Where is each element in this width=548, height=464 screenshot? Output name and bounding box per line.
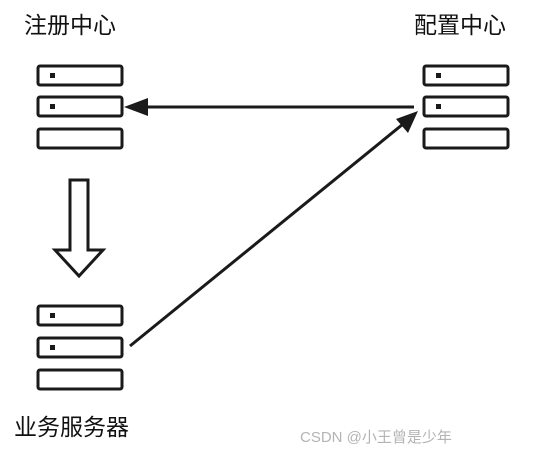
down-hollow-arrow-icon [51, 178, 107, 279]
business-server-label: 业务服务器 [14, 415, 129, 441]
business-to-config-arrow [129, 118, 409, 348]
config-to-registry-arrowhead-icon [124, 98, 148, 116]
business-server-icon [36, 304, 124, 391]
registry-server-icon [36, 64, 124, 150]
business-to-config-arrowhead-icon [396, 111, 418, 133]
config-center-label: 配置中心 [414, 13, 506, 39]
registry-center-label: 注册中心 [24, 13, 116, 39]
csdn-watermark: CSDN @小王曾是少年 [300, 429, 452, 446]
config-server-icon [422, 64, 510, 150]
